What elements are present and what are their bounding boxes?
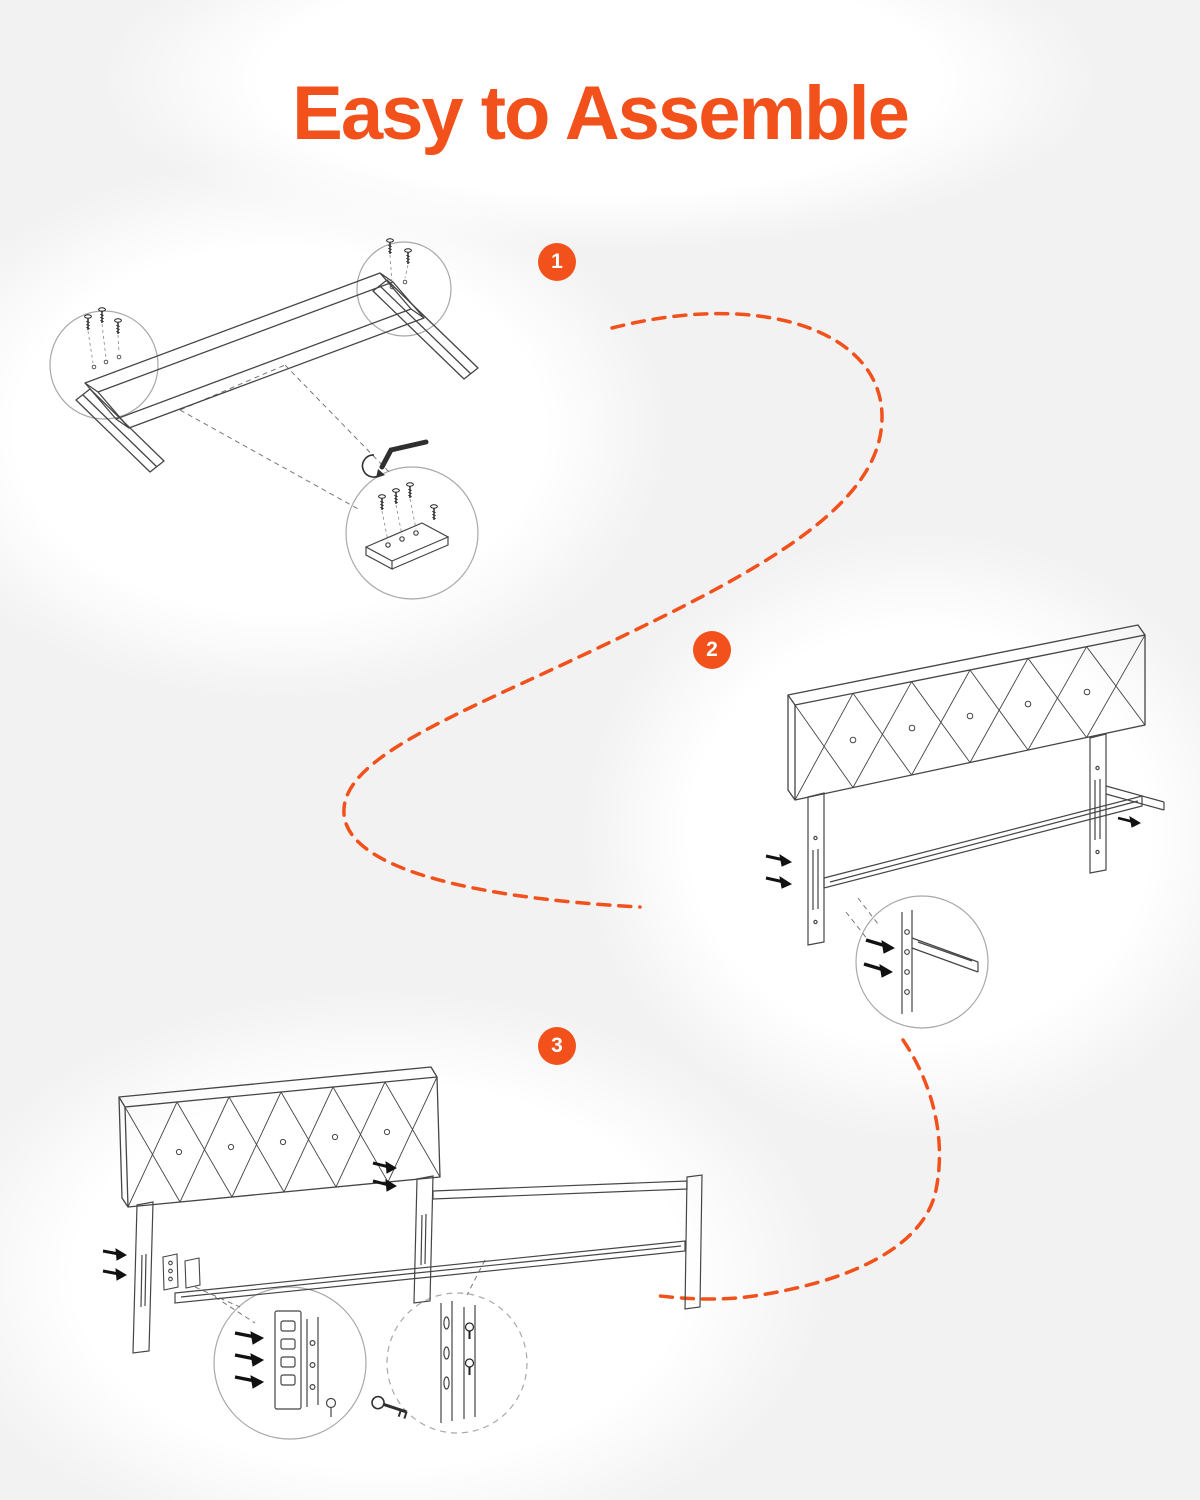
allen-key-icon xyxy=(361,439,429,478)
step-1-illustration xyxy=(30,215,530,615)
lag-screw-right xyxy=(1117,815,1142,828)
step-3-badge: 3 xyxy=(538,1027,576,1065)
diamond-tufting xyxy=(794,634,1146,801)
screw-leaders-right xyxy=(389,254,409,284)
magnifier-circle-bracket xyxy=(213,1286,367,1440)
rail-frame-drawing xyxy=(75,272,479,473)
detail-leader-lines xyxy=(194,1259,486,1324)
step-3-illustration xyxy=(55,1055,715,1455)
screw-holes xyxy=(91,279,408,370)
lag-screws-left xyxy=(765,853,793,889)
frame-legs xyxy=(132,1174,703,1354)
magnifier-bracket-detail xyxy=(901,910,979,1014)
detail-leader-lines xyxy=(179,364,391,511)
bracket-plate-detail xyxy=(274,1310,337,1417)
detail-leader-lines xyxy=(845,897,879,941)
headboard-legs xyxy=(807,733,1107,946)
tufting-buttons xyxy=(175,1128,391,1156)
step-2-illustration xyxy=(650,610,1170,1050)
side-rails xyxy=(823,785,1165,889)
screw-leaders-detail xyxy=(381,498,417,542)
screw-leaders-left xyxy=(87,323,120,364)
flow-line-step2-to-step3 xyxy=(658,1038,942,1301)
corner-plate-detail xyxy=(364,522,450,571)
step-2-badge: 2 xyxy=(693,631,731,669)
key-icon xyxy=(371,1395,408,1419)
step-3-number: 3 xyxy=(551,1034,563,1057)
step-1-number: 1 xyxy=(551,250,563,273)
frame-rails xyxy=(174,1180,688,1304)
headboard-panel xyxy=(787,624,1146,801)
magnifier-circles xyxy=(49,241,479,600)
background-blob-step2 xyxy=(580,530,1200,1140)
page-title: Easy to Assemble xyxy=(292,71,910,156)
diamond-tufting xyxy=(124,1076,441,1208)
step-1-badge: 1 xyxy=(538,243,576,281)
bracket-cluster xyxy=(162,1253,201,1291)
lag-screws xyxy=(102,1161,397,1281)
bracket-screws xyxy=(234,1331,265,1389)
headboard-diagram-icon xyxy=(765,624,1165,1029)
step-2-number: 2 xyxy=(706,638,718,661)
magnifier-circle-slots xyxy=(386,1292,528,1434)
hook-pegs xyxy=(464,1322,475,1375)
slot-rail-detail xyxy=(440,1301,476,1423)
flow-line-step1-to-step2 xyxy=(342,311,884,909)
magnifier-screws xyxy=(863,938,896,978)
frame-attachment-diagram-icon xyxy=(102,1066,703,1440)
bed-rail-diagram-icon xyxy=(49,238,479,600)
magnifier-circle xyxy=(855,895,989,1029)
tufting-buttons xyxy=(849,688,1091,744)
